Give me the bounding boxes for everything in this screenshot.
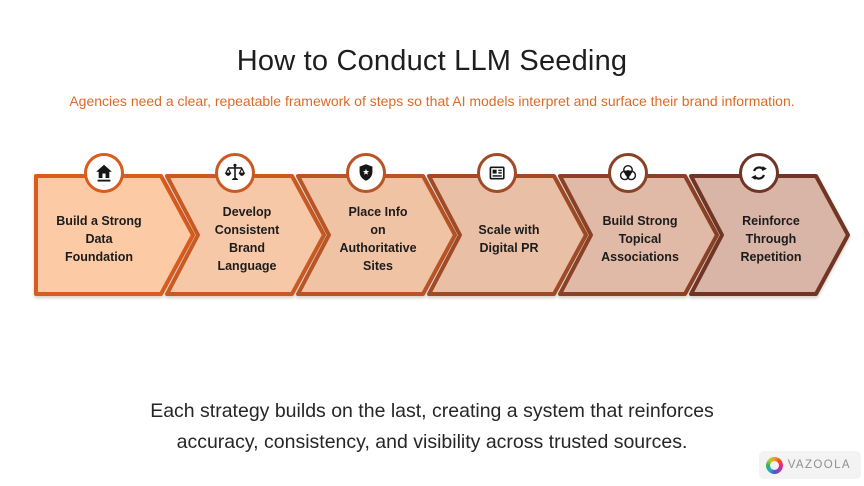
shield-star-icon: [359, 164, 373, 181]
step-icon-badge: [346, 153, 386, 193]
step-icon-badge: [608, 153, 648, 193]
step-icon-badge: [84, 153, 124, 193]
refresh-icon: [751, 166, 767, 180]
step-icon-badge: [477, 153, 517, 193]
footer-text: Each strategy builds on the last, creati…: [150, 399, 714, 453]
chevron-shape: [165, 174, 326, 296]
home-icon: [96, 164, 112, 182]
scales-icon: [224, 163, 246, 180]
chevron-shape: [558, 174, 719, 296]
chevron-shape: [34, 174, 195, 296]
brand-name: VAZOOLA: [787, 459, 851, 471]
step-icon-badge: [739, 153, 779, 193]
newspaper-icon: [489, 166, 505, 180]
page-subtitle: Agencies need a clear, repeatable framew…: [69, 93, 795, 109]
chevron-shape: [296, 174, 457, 296]
chevron-shape: [689, 174, 850, 296]
brand-ring-icon: [765, 456, 783, 474]
network-icon: [619, 164, 637, 181]
step-icon-badge: [215, 153, 255, 193]
brand-logo: VAZOOLA: [758, 451, 861, 479]
page-title: How to Conduct LLM Seeding: [236, 45, 628, 78]
chevron-shape: [427, 174, 588, 296]
